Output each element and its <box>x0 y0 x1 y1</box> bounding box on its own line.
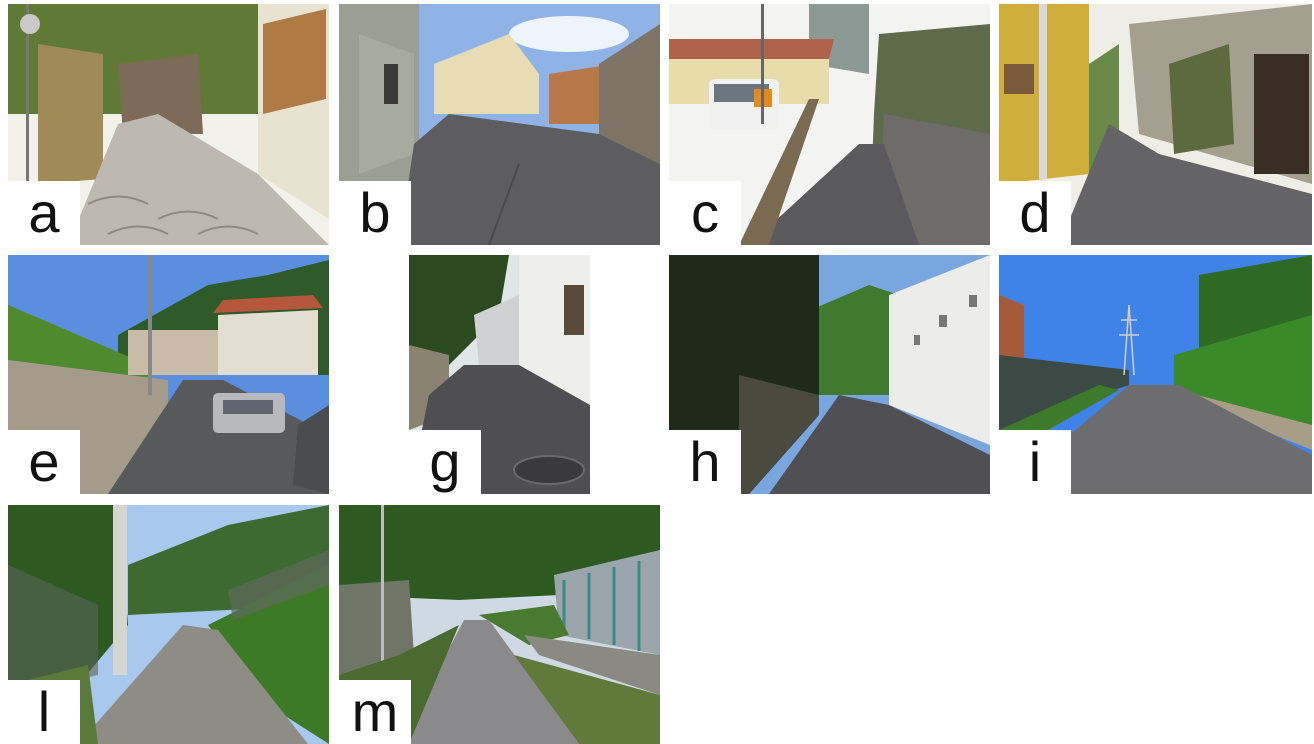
street-photo-e: e <box>8 255 329 494</box>
street-photo-d: d <box>999 4 1312 245</box>
street-photo-i: i <box>999 255 1312 494</box>
street-photo-g: g <box>409 255 590 494</box>
street-photo-a-image <box>8 4 329 245</box>
panel-label-l: l <box>8 680 80 744</box>
street-photo-c: c <box>669 4 990 245</box>
panel-label-m: m <box>339 680 411 744</box>
street-photo-h: h <box>669 255 990 494</box>
panel-label-i: i <box>999 430 1071 494</box>
street-photo-b: b <box>339 4 660 245</box>
street-photo-l: l <box>8 505 329 744</box>
panel-label-d: d <box>999 181 1071 245</box>
panel-label-b: b <box>339 181 411 245</box>
panel-label-e: e <box>8 430 80 494</box>
street-photo-h-image <box>669 255 990 494</box>
panel-label-h: h <box>669 430 741 494</box>
street-photo-a: a <box>8 4 329 245</box>
panel-label-c: c <box>669 181 741 245</box>
street-photo-d-image <box>999 4 1312 245</box>
panel-label-a: a <box>8 181 80 245</box>
street-photo-m: m <box>339 505 660 744</box>
panel-label-g: g <box>409 430 481 494</box>
street-photo-c-image <box>669 4 990 245</box>
